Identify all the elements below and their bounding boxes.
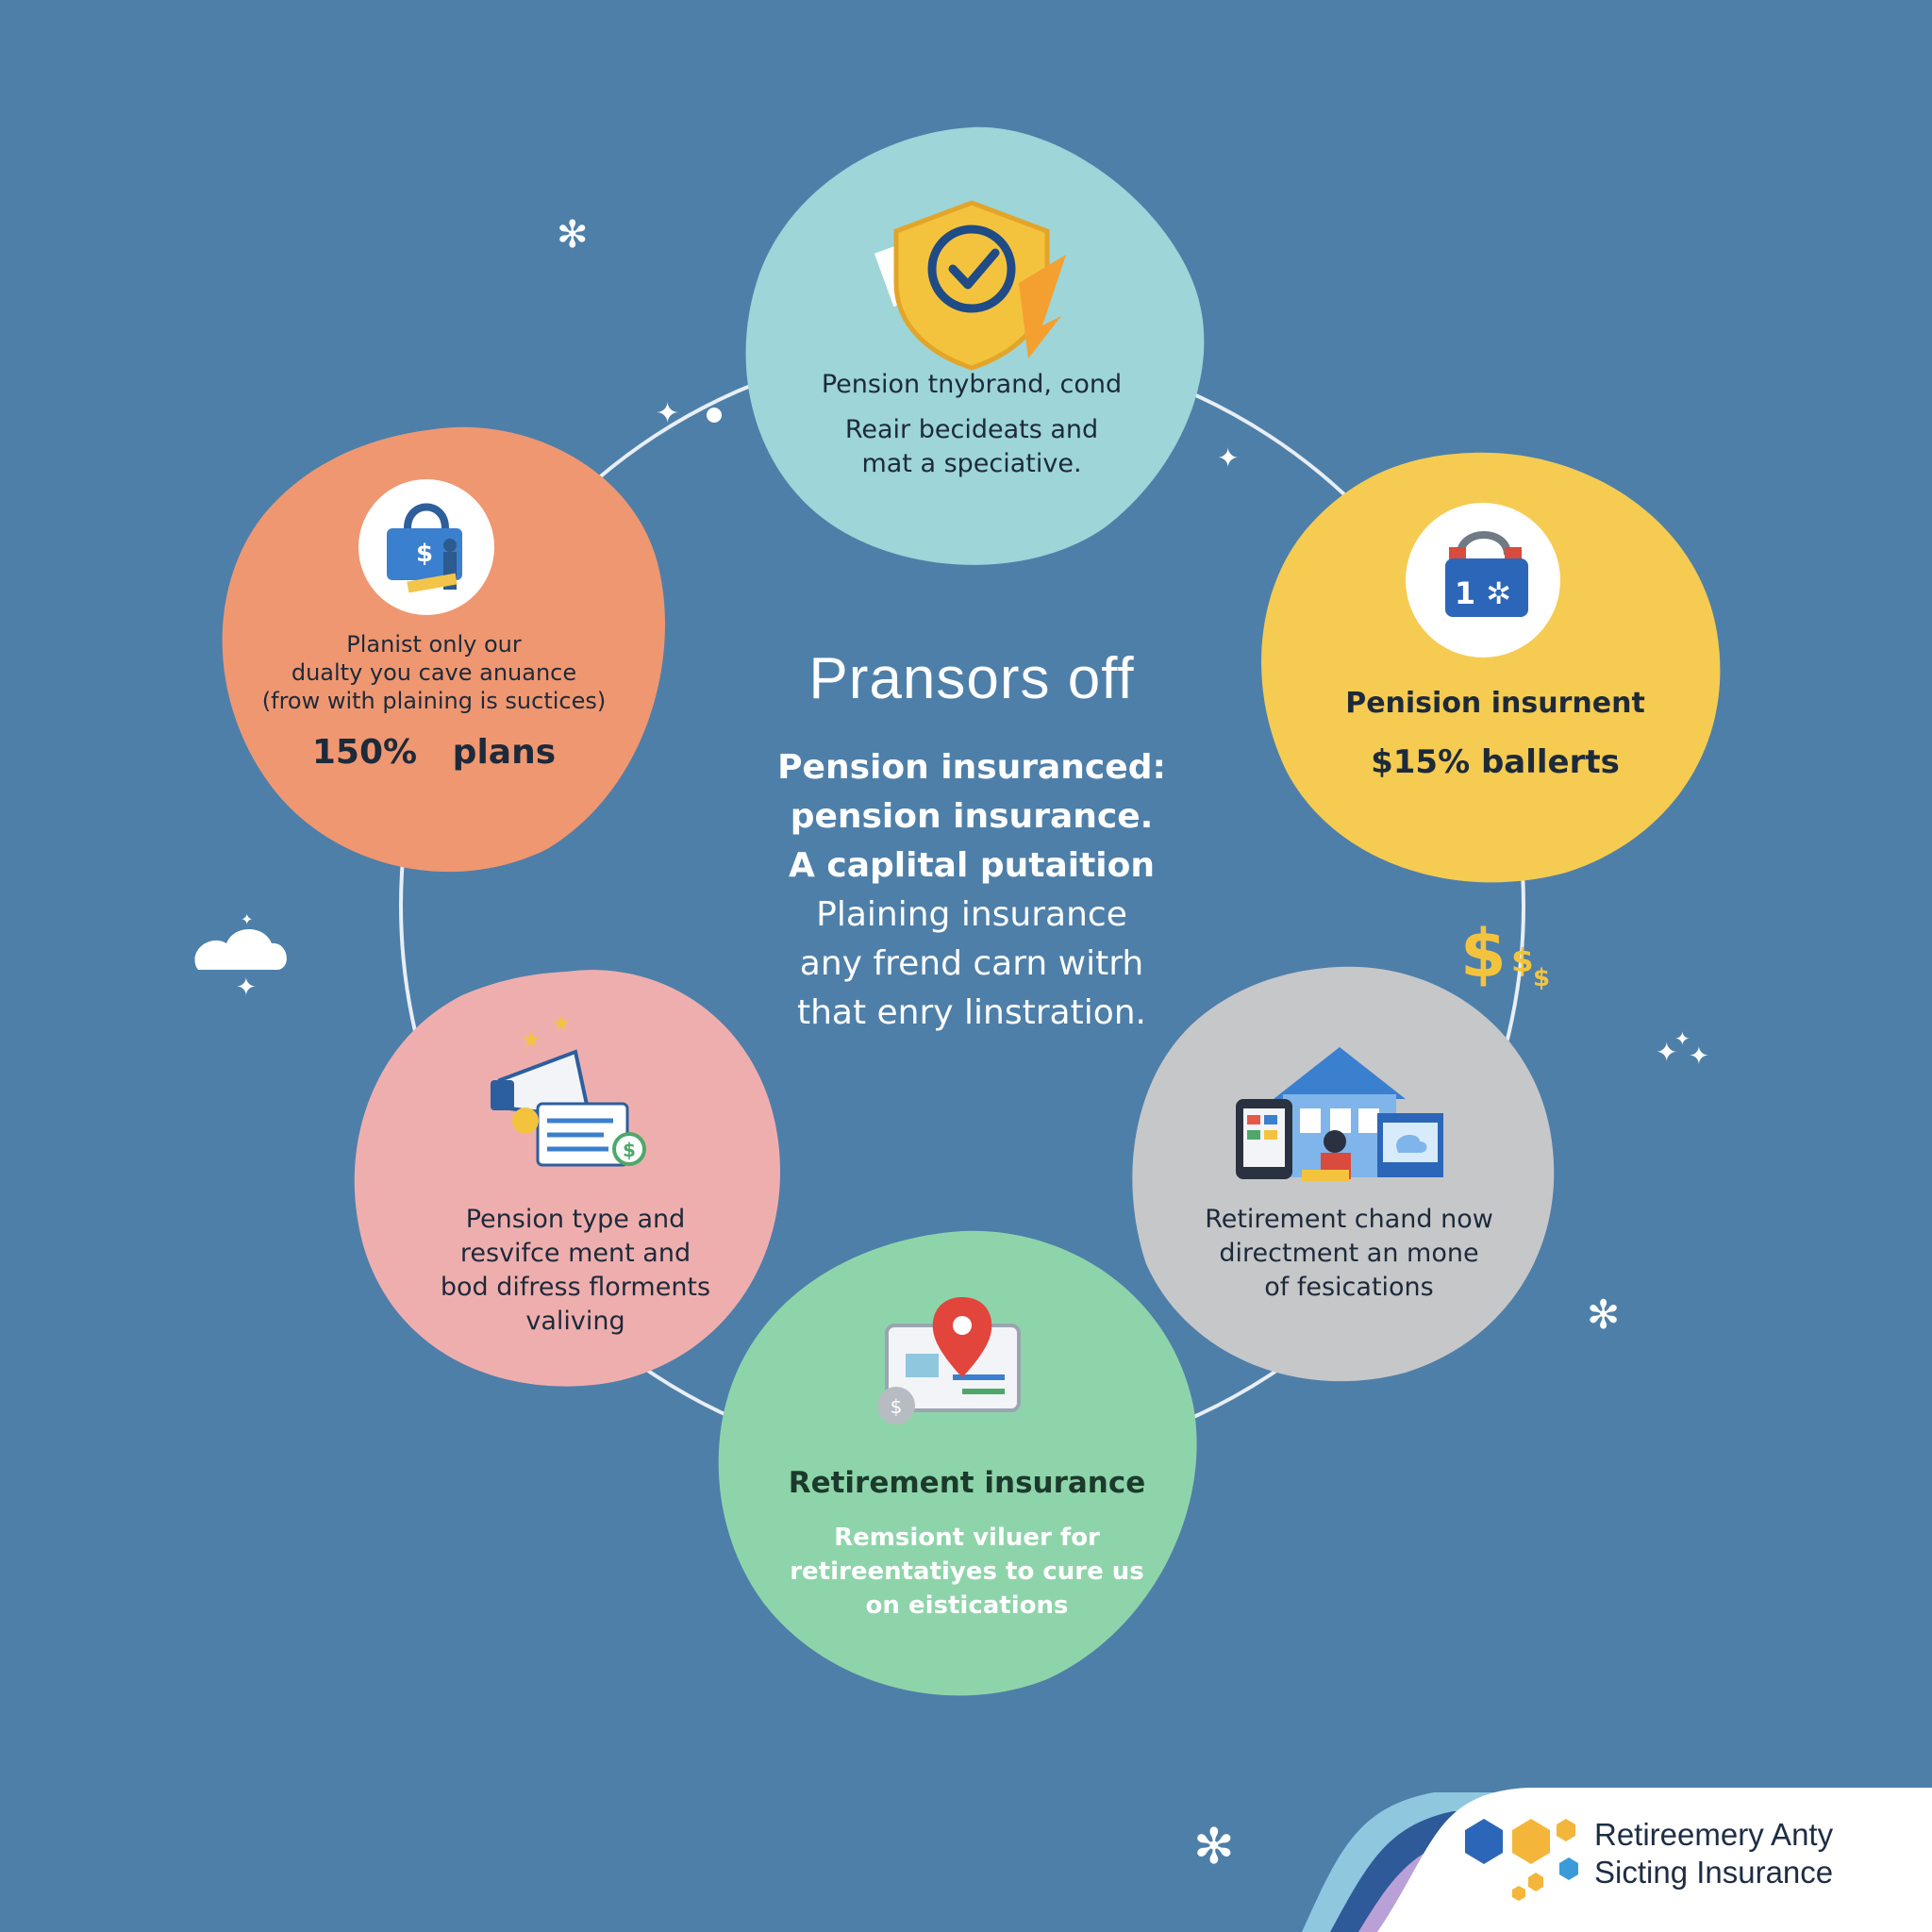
svg-text:1 ✲: 1 ✲ [1455, 575, 1511, 611]
sparkle-icon: ✦ ✦ ✦ ✦ ✦ ✦ ✦ [236, 397, 1709, 1071]
node-left-line: Planist only our [346, 631, 522, 658]
node-right-stat: $15% ballerts [1371, 743, 1620, 781]
brand-logo-text: Retireemery Anty Sicting Insurance [1594, 1816, 1833, 1891]
center-line: Plaining insurance [816, 895, 1127, 934]
center-block: Pransors off Pension insuranced: pension… [736, 641, 1208, 1038]
svg-text:✦: ✦ [1674, 1027, 1690, 1050]
map-pin-icon: $ [877, 1297, 1021, 1424]
svg-text:✦: ✦ [236, 974, 257, 1002]
center-line: pension insurance. [790, 797, 1154, 836]
toolbox-icon: 1 ✲ [1406, 503, 1560, 658]
node-top-line: Reair becideats and [844, 415, 1099, 444]
svg-text:✻: ✻ [1193, 1819, 1235, 1875]
svg-text:★: ★ [552, 1012, 571, 1036]
svg-text:$: $ [1511, 942, 1534, 980]
svg-text:$: $ [416, 540, 433, 568]
node-bottom-line: retireentatiyes to cure us [790, 1557, 1144, 1586]
svg-text:★: ★ [521, 1026, 541, 1053]
node-bottom-right-line: of fesications [1264, 1273, 1434, 1302]
svg-text:✦: ✦ [1656, 1037, 1677, 1068]
node-top-line: mat a speciative. [861, 449, 1082, 478]
node-bottom-blob [718, 1230, 1197, 1696]
node-bottom-left-line: Pension type and [465, 1205, 686, 1234]
center-line: A caplital putaition [788, 846, 1155, 885]
svg-text:$: $ [1460, 915, 1507, 992]
node-right: Penision insurnent $15% ballerts [1311, 685, 1679, 781]
node-bottom-left: Pension type and resvifce ment and bod d… [396, 1203, 755, 1339]
node-right-line: Penision insurnent [1345, 687, 1645, 720]
svg-text:✦: ✦ [656, 397, 679, 430]
svg-text:✻: ✻ [557, 213, 589, 257]
center-line: any frend carn witrh [799, 944, 1144, 983]
brand-line: Sicting Insurance [1594, 1855, 1834, 1890]
node-left-line: dualty you cave anuance [291, 659, 577, 686]
logo-banner [1302, 1788, 1932, 1932]
node-bottom-right: Retirement chand now directment an mone … [1165, 1203, 1533, 1305]
node-bottom-left-line: resvifce ment and [459, 1239, 691, 1268]
node-bottom-line: on eistications [865, 1591, 1069, 1620]
house-devices-icon [1236, 1047, 1443, 1181]
svg-text:✦: ✦ [241, 910, 253, 928]
center-title: Pransors off [808, 646, 1135, 711]
node-left-line: (frow with plaining is suctices) [261, 688, 607, 714]
dollar-signs-icon: $ $ $ [1460, 915, 1550, 992]
center-body: Pension insuranced: pension insurance. A… [736, 743, 1208, 1038]
node-bottom-left-line: bod difress florments [440, 1273, 711, 1302]
node-bottom-left-blob [354, 970, 781, 1387]
node-bottom-right-line: Retirement chand now [1205, 1205, 1493, 1234]
svg-text:✦: ✦ [1689, 1042, 1709, 1071]
node-left: Planist only our dualty you cave anuance… [226, 630, 641, 774]
node-left-blob [222, 426, 665, 873]
svg-text:✻: ✻ [1587, 1291, 1620, 1338]
node-bottom: Retirement insurance Remsiont viluer for… [774, 1462, 1160, 1623]
node-top: Pension tnybrand, cond Reair becideats a… [783, 368, 1160, 481]
node-bottom-line: Remsiont viluer for [834, 1524, 1100, 1552]
svg-text:$: $ [1533, 964, 1550, 992]
snowflake-icon: ✻ ✻ ✻ [557, 213, 1620, 1875]
node-right-blob [1261, 452, 1721, 883]
node-left-stat: 150% plans [311, 733, 557, 772]
shield-check-icon [874, 200, 1066, 371]
svg-text:$: $ [891, 1395, 903, 1418]
node-bottom-left-line: valiving [525, 1307, 625, 1336]
svg-text:✦: ✦ [1217, 442, 1239, 474]
node-bottom-title: Retirement insurance [788, 1466, 1146, 1500]
node-top-line: Pension tnybrand, cond [821, 370, 1123, 399]
svg-text:$: $ [623, 1139, 636, 1161]
megaphone-icon: ★ ★ $ [491, 1012, 646, 1167]
node-bottom-right-line: directment an mone [1219, 1239, 1479, 1268]
brand-line: Retireemery Anty [1594, 1817, 1834, 1852]
cloud-icon [194, 929, 287, 970]
ring-dot [707, 408, 722, 423]
money-bag-lock-icon: $ [358, 479, 494, 615]
center-line: Pension insuranced: [777, 748, 1166, 787]
hexagon-logo-icon [1465, 1819, 1578, 1901]
center-line: that enry linstration. [796, 993, 1147, 1032]
